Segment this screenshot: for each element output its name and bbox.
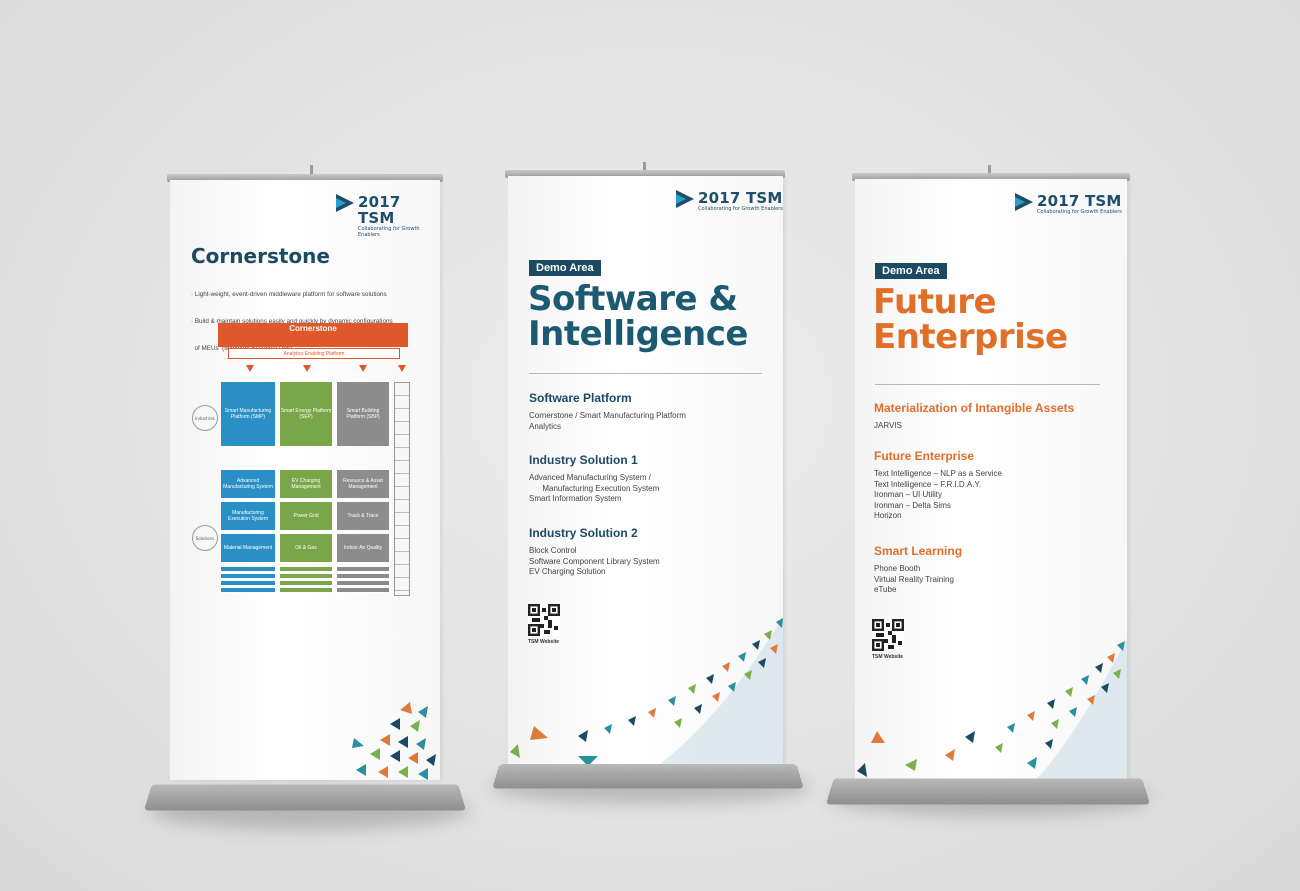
solution-box: Track & Trace (337, 502, 389, 530)
title-line-2: Enterprise (873, 316, 1068, 357)
section-line: Analytics (529, 421, 562, 431)
extra-column (394, 382, 410, 596)
middle-stand-base (492, 764, 804, 789)
left-pole (310, 165, 313, 177)
arrow-down-icon (246, 365, 254, 372)
title-line-1: Future (873, 282, 997, 322)
title-line-2: Intelligence (528, 313, 748, 354)
logo-subtitle: Collaborating for Growth Enablers (1037, 209, 1122, 215)
section-line: Advanced Manufacturing System / (529, 473, 651, 482)
solutions-label: Solutions (192, 525, 218, 551)
right-top-rod (852, 173, 1130, 181)
bullet-item: · Light-weight, event-driven middleware … (191, 291, 387, 298)
page-title: Cornerstone (191, 244, 330, 268)
platform-sbp: Smart Building Platform (SBP) (337, 382, 389, 446)
logo-triangle-icon (676, 190, 694, 208)
solution-box: Material Management (221, 534, 275, 562)
divider (529, 373, 762, 374)
arrow-down-icon (303, 365, 311, 372)
section-heading: Industry Solution 1 (529, 453, 638, 467)
right-stand-base (825, 778, 1151, 805)
section-industry-solution-2: Industry Solution 2 Block Control Softwa… (529, 526, 660, 578)
middle-pole (643, 162, 646, 174)
platform-smp: Smart Manufacturing Platform (SMP) (221, 382, 275, 446)
banner-title: Future Enterprise (873, 285, 1068, 354)
section-line: Smart Information System (529, 494, 622, 503)
left-stand-base (143, 784, 467, 811)
section-line: Virtual Reality Training (874, 574, 954, 584)
left-banner: 2017 TSM Collaborating for Growth Enable… (170, 180, 440, 780)
section-line: Block Control (529, 546, 577, 555)
section-line: Software Component Library System (529, 556, 660, 566)
right-logo: 2017 TSM Collaborating for Growth Enable… (1015, 193, 1122, 215)
section-industry-solution-1: Industry Solution 1 Advanced Manufacturi… (529, 453, 659, 505)
section-line: Phone Booth (874, 564, 921, 573)
arrow-down-icon (398, 365, 406, 372)
solution-box: Manufacturing Execution System (221, 502, 275, 530)
section-line: Ironman – UI Utility (874, 490, 943, 499)
banner-title: Software & Intelligence (528, 282, 748, 351)
decorative-triangles-icon (352, 702, 436, 780)
demo-area-badge: Demo Area (875, 263, 947, 279)
solution-stripes (280, 567, 332, 593)
decorative-triangles-icon (510, 616, 783, 766)
solution-box: Resource & Asset Management (337, 470, 389, 498)
solution-box: Indoor Air Quality (337, 534, 389, 562)
industries-label: Industries (192, 405, 218, 431)
logo-title: 2017 TSM (698, 189, 783, 207)
middle-top-rod (505, 170, 785, 178)
solution-box: Advanced Manufacturing System (221, 470, 275, 498)
cornerstone-block: Cornerstone (218, 323, 408, 347)
section-future-enterprise: Future Enterprise Text Intelligence – NL… (874, 449, 1002, 522)
middle-banner: 2017 TSM Collaborating for Growth Enable… (508, 176, 783, 766)
section-smart-learning: Smart Learning Phone Booth Virtual Reali… (874, 544, 962, 596)
logo-title: 2017 TSM (1037, 192, 1122, 210)
middle-logo: 2017 TSM Collaborating for Growth Enable… (676, 190, 783, 212)
logo-title: 2017 TSM (358, 193, 401, 227)
section-heading: Industry Solution 2 (529, 526, 638, 540)
section-line: JARVIS (874, 421, 902, 430)
section-line: EV Charging Solution (529, 567, 606, 576)
qr-label: TSM Website (528, 639, 560, 645)
platform-sep: Smart Energy Platform (SEP) (280, 382, 332, 446)
logo-subtitle: Collaborating for Growth Enablers (698, 206, 783, 212)
section-line: Manufacturing Execution System (529, 483, 660, 493)
section-heading: Future Enterprise (874, 449, 975, 463)
section-line: eTube (874, 585, 897, 594)
section-heading: Software Platform (529, 391, 632, 405)
decorative-triangles-icon (857, 639, 1127, 781)
solution-box: EV Charging Management (280, 470, 332, 498)
left-logo: 2017 TSM Collaborating for Growth Enable… (336, 194, 440, 238)
qr-code-icon (528, 604, 560, 636)
divider (875, 384, 1100, 385)
right-banner: 2017 TSM Collaborating for Growth Enable… (855, 179, 1127, 781)
arrow-down-icon (359, 365, 367, 372)
section-line: Text Intelligence – NLP as a Service (874, 469, 1002, 478)
section-line: Ironman – Delta Sims (874, 500, 951, 510)
title-line-1: Software & (528, 279, 738, 319)
demo-area-badge: Demo Area (529, 260, 601, 276)
solution-box: Oil & Gas (280, 534, 332, 562)
logo-subtitle: Collaborating for Growth Enablers (358, 226, 420, 238)
section-line: Text Intelligence – F.R.I.D.A.Y. (874, 479, 982, 489)
logo-triangle-icon (1015, 193, 1033, 211)
section-line: Horizon (874, 511, 902, 520)
left-top-rod (167, 174, 443, 182)
qr-label: TSM Website (872, 654, 904, 660)
solution-box: Power Grid (280, 502, 332, 530)
solution-stripes (221, 567, 275, 593)
qr-code-icon (872, 619, 904, 651)
section-line: Cornerstone / Smart Manufacturing Platfo… (529, 411, 686, 420)
section-software-platform: Software Platform Cornerstone / Smart Ma… (529, 391, 686, 432)
solution-stripes (337, 567, 389, 593)
logo-triangle-icon (336, 194, 354, 212)
analytics-platform-bar: Analytics Enabling Platform (228, 348, 400, 359)
section-intangible-assets: Materialization of Intangible Assets JAR… (874, 401, 1074, 432)
right-pole (988, 165, 991, 177)
bullet-item: · Build & maintain solutions easily and … (191, 318, 393, 325)
section-heading: Smart Learning (874, 544, 963, 558)
section-heading: Materialization of Intangible Assets (874, 401, 1075, 415)
